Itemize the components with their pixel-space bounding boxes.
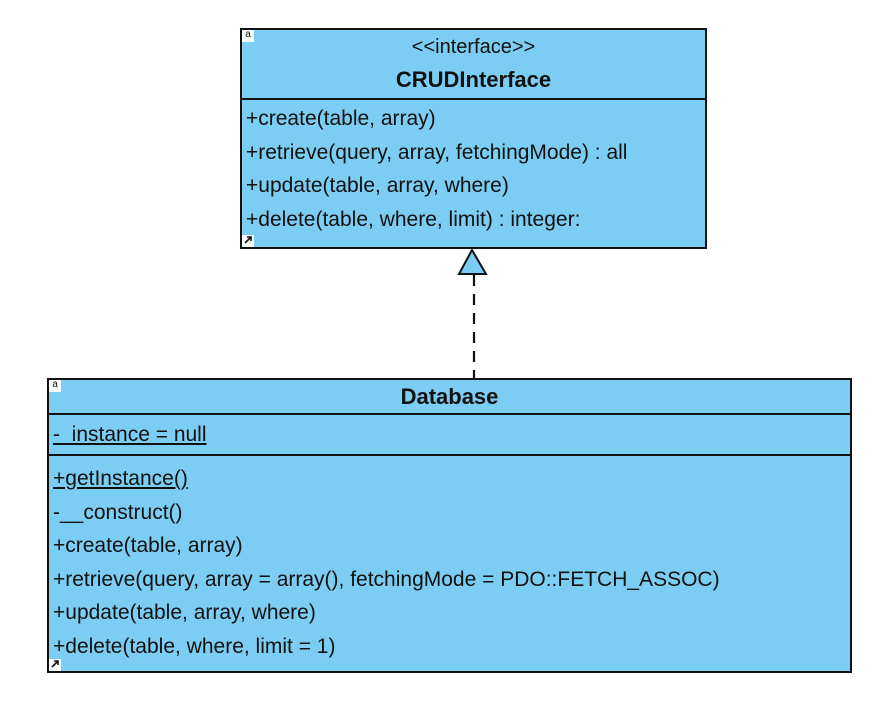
database-class[interactable]: a Database -_instance = null +getInstanc… [47, 378, 852, 673]
expand-arrow-icon [51, 660, 59, 668]
database-attributes: -_instance = null [49, 415, 850, 456]
database-operation-getinstance: +getInstance() [53, 467, 188, 490]
class-marker-icon: a [49, 380, 61, 392]
database-operation-delete: +delete(table, where, limit = 1) [53, 634, 336, 658]
database-operation-create: +create(table, array) [53, 534, 243, 557]
interface-operation-update: +update(table, array, where) [246, 174, 509, 197]
database-header: Database [49, 380, 850, 415]
database-attribute-instance: -_instance = null [53, 423, 207, 446]
interface-stereotype: <<interface>> [411, 36, 536, 58]
interface-operation-create: +create(table, array) [246, 107, 436, 130]
database-operation-retrieve: +retrieve(query, array = array(), fetchi… [53, 567, 720, 591]
expand-icon[interactable] [49, 659, 61, 671]
interface-name: CRUDInterface [395, 67, 552, 92]
expand-arrow-icon [244, 236, 252, 244]
interface-operation-retrieve: +retrieve(query, array, fetchingMode) : … [246, 140, 628, 164]
interface-operations: +create(table, array) +retrieve(query, a… [242, 100, 705, 236]
database-name: Database [400, 384, 499, 409]
interface-header: <<interface>> CRUDInterface [242, 30, 705, 100]
class-marker-icon: a [242, 30, 254, 42]
interface-operation-delete: +delete(table, where, limit) : integer: [246, 207, 581, 231]
realization-arrowhead [457, 247, 488, 275]
database-operations: +getInstance() -__construct() +create(ta… [49, 456, 850, 663]
database-operation-update: +update(table, array, where) [53, 601, 316, 624]
expand-icon[interactable] [242, 235, 254, 247]
database-operation-construct: -__construct() [53, 500, 183, 524]
crud-interface-class[interactable]: a <<interface>> CRUDInterface +create(ta… [240, 28, 707, 249]
